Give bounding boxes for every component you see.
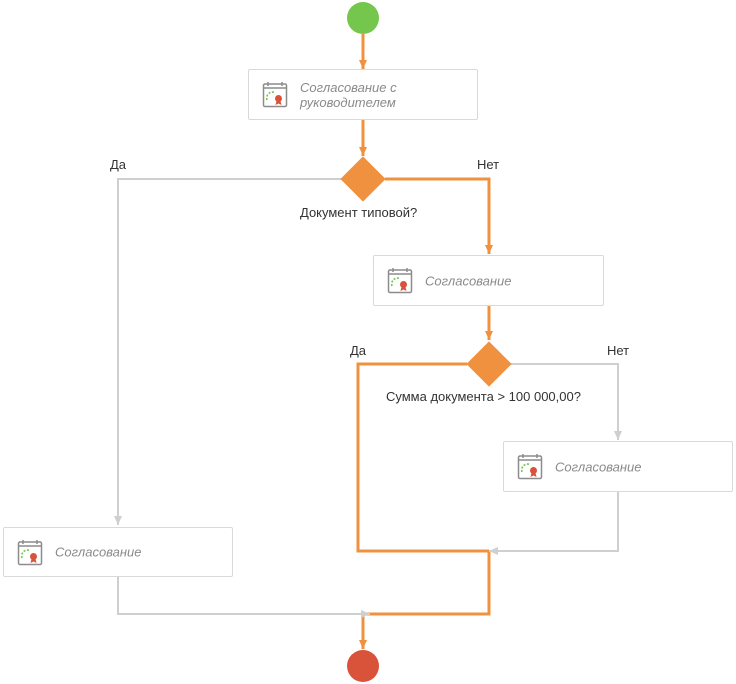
approval-task-icon bbox=[17, 540, 43, 566]
approval-task-icon bbox=[517, 454, 543, 480]
flow-gateway2-no[interactable] bbox=[511, 363, 622, 440]
task-approval-sum-no[interactable]: Согласование bbox=[503, 441, 733, 492]
gateway-typical-yes-label: Да bbox=[110, 157, 127, 172]
task-label: Согласование с руководителем bbox=[300, 79, 397, 110]
flow-task-left-to-merge[interactable] bbox=[117, 577, 370, 618]
task-approval-typical-yes[interactable]: Согласование bbox=[3, 527, 233, 577]
task-label: Согласование bbox=[555, 459, 642, 474]
task-manager-approval[interactable]: Согласование с руководителем bbox=[248, 69, 478, 120]
flow-merge-to-end-orange[interactable] bbox=[363, 551, 491, 616]
task-approval-not-typical[interactable]: Согласование bbox=[373, 255, 604, 306]
gateway-sum-yes-label: Да bbox=[350, 343, 367, 358]
gateway-typical-question: Документ типовой? bbox=[300, 205, 418, 220]
gateway-sum-question: Сумма документа > 100 000,00? bbox=[386, 389, 581, 404]
task-label: Согласование bbox=[425, 273, 512, 288]
gateway-typical-no-label: Нет bbox=[477, 157, 500, 172]
flow-gateway2-yes[interactable] bbox=[356, 362, 489, 553]
flow-task-right-to-merge[interactable] bbox=[489, 492, 619, 555]
start-event[interactable] bbox=[347, 2, 379, 34]
flow-gateway-no[interactable] bbox=[385, 177, 493, 254]
gateway-sum[interactable] bbox=[466, 341, 512, 387]
flow-gateway-yes[interactable] bbox=[114, 178, 341, 525]
task-label: Согласование bbox=[55, 544, 142, 560]
approval-task-icon bbox=[387, 268, 413, 294]
gateway-sum-no-label: Нет bbox=[607, 343, 630, 358]
end-event[interactable] bbox=[347, 650, 379, 682]
approval-task-icon bbox=[262, 82, 288, 108]
gateway-typical[interactable] bbox=[340, 156, 386, 202]
